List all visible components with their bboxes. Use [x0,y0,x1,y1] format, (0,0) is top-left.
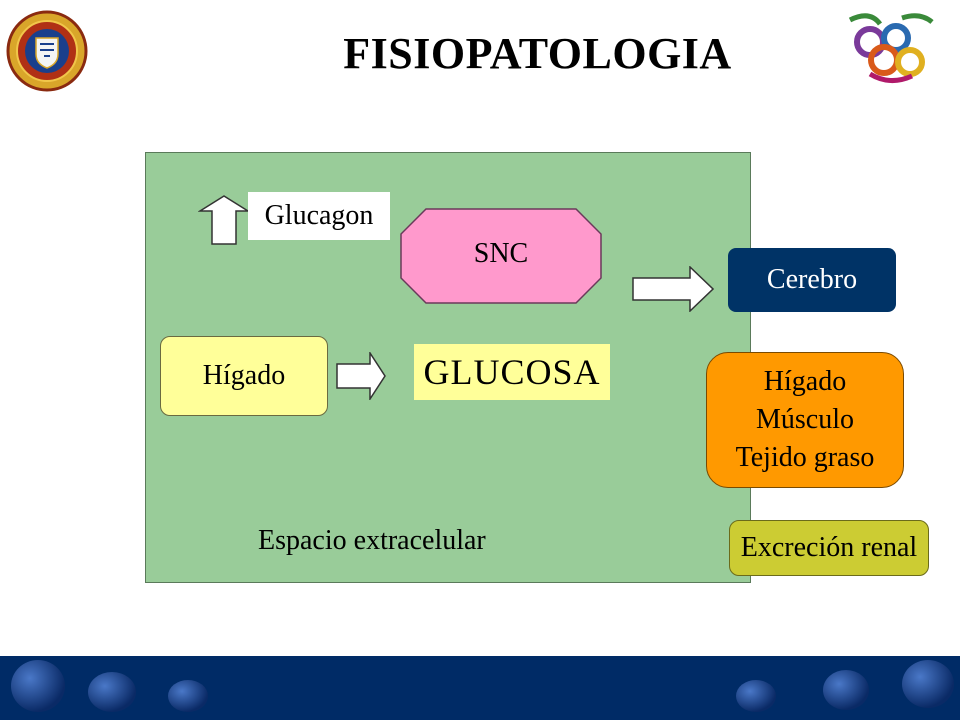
slide-title: FISIOPATOLOGIA [343,29,732,78]
tissue-item: Hígado [763,366,847,397]
footer-band [0,656,960,720]
snc-label: SNC [473,238,529,269]
tissues-box: Hígado Músculo Tejido graso [706,352,904,488]
footer-bubble [823,670,869,710]
footer-bubble [736,680,776,712]
glucagon-label: Glucagon [248,192,390,240]
footer-bubble [88,672,136,712]
extracellular-space-label: Espacio extracelular [258,525,486,556]
medical-logo-icon [840,8,940,88]
higado-source-box: Hígado [160,336,328,416]
right-arrow-icon [632,265,715,313]
footer-bubble [11,660,65,712]
right-arrow-icon [336,350,386,402]
university-seal-icon [6,10,88,92]
footer-bubble [902,660,954,708]
glucosa-box: GLUCOSA [414,344,610,400]
snc-octagon [400,208,602,304]
tissue-item: Tejido graso [735,442,875,473]
footer-bubble [168,680,208,712]
renal-excretion-box: Excreción renal [729,520,929,576]
tissue-item: Músculo [756,404,854,435]
cerebro-box: Cerebro [728,248,896,312]
up-arrow-icon [197,194,251,246]
